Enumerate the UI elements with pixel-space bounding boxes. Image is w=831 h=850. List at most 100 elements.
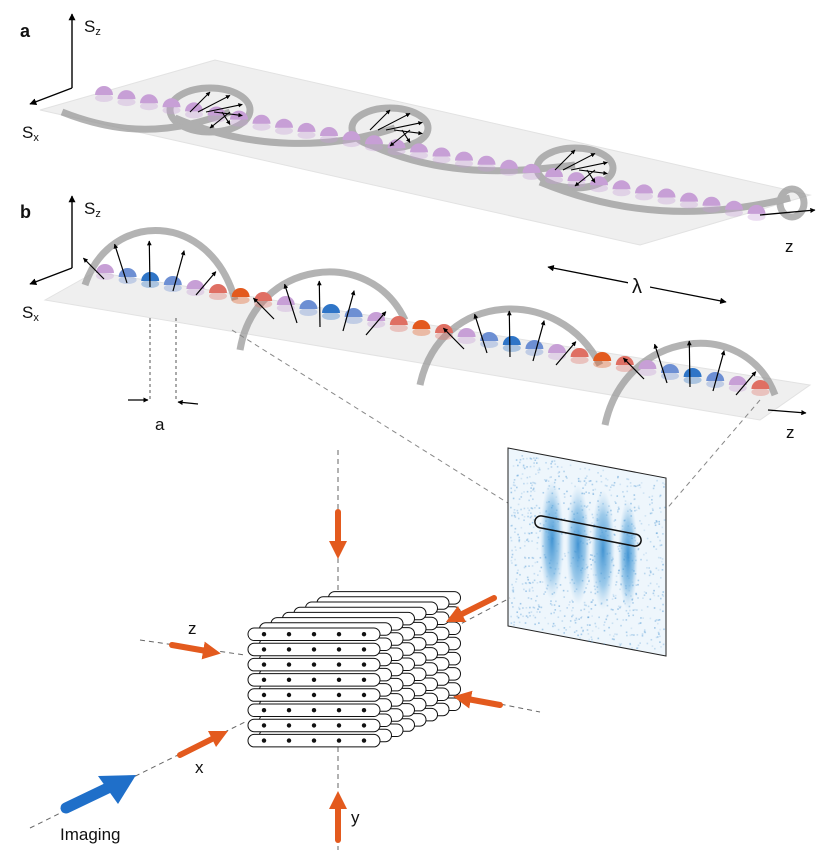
panel-a-z-label: z <box>785 237 794 256</box>
spin-arrow <box>506 310 512 358</box>
spin-arrow <box>197 94 231 113</box>
spin-arrow <box>316 280 322 328</box>
panel-b-label: b <box>20 202 31 222</box>
spin-atom <box>680 192 698 209</box>
spin-arrow <box>146 240 152 288</box>
spin-atom <box>477 155 496 172</box>
spin-atom <box>661 364 679 380</box>
panel-a-sz-label: Sz <box>84 17 101 38</box>
spin-arrow <box>195 271 217 296</box>
lattice-tube <box>247 688 381 702</box>
lattice-tube <box>247 733 381 748</box>
lattice-tube <box>247 718 381 733</box>
spin-atom <box>140 94 158 111</box>
panel-b-plane <box>43 271 812 421</box>
spin-atom <box>751 380 770 396</box>
spin-atom <box>525 340 544 356</box>
selection-box <box>534 515 642 547</box>
spin-atom <box>365 135 383 152</box>
spin-arrow <box>653 343 668 384</box>
imaging-label: Imaging <box>60 825 120 844</box>
panel-a: a Sz Sx z <box>20 13 816 256</box>
spin-atom <box>254 292 273 308</box>
panel-a-spin-arrows <box>189 91 608 187</box>
beam-arrow-xx <box>445 595 497 623</box>
lattice-tube <box>247 657 381 672</box>
optical-lattice: z x y Imaging <box>29 450 541 850</box>
spin-atom <box>570 348 589 364</box>
spin-atom <box>322 304 340 320</box>
spin-atom <box>657 188 676 205</box>
spin-atom <box>320 127 338 143</box>
panel-b-z-axis <box>767 409 807 416</box>
lattice-tubes <box>247 591 461 748</box>
zoom-line-left <box>231 329 536 521</box>
spin-arrow <box>377 112 411 131</box>
spin-atom <box>683 368 702 384</box>
lattice-x-label: x <box>195 758 204 777</box>
lattice-y-label: y <box>351 808 360 827</box>
spin-atom <box>410 143 428 160</box>
spacing-arrow-right <box>177 399 199 406</box>
spin-arrow <box>189 91 211 113</box>
spin-atom <box>162 98 181 115</box>
spacing-label: a <box>155 415 165 434</box>
spin-arrow <box>389 129 411 147</box>
spin-arrow <box>442 327 465 350</box>
spin-arrow <box>570 161 608 171</box>
spin-arrow <box>221 111 231 125</box>
spin-arrow <box>283 283 298 324</box>
panel-a-helix <box>60 84 808 221</box>
spin-atom <box>728 376 747 392</box>
wavelength-label: λ <box>632 276 642 298</box>
panel-a-sx-axis <box>29 87 73 106</box>
spin-atom <box>252 114 271 131</box>
spin-atom <box>457 328 476 344</box>
panel-b-sx-axis <box>29 267 73 286</box>
spin-atom <box>500 159 518 176</box>
wavelength-label-bg <box>628 272 650 298</box>
spin-atom <box>230 110 248 127</box>
density-fringe-3 <box>591 490 615 610</box>
spin-arrow <box>209 111 231 129</box>
spin-arrow <box>205 103 243 113</box>
spin-atom <box>432 147 451 164</box>
panel-a-z-axis <box>759 207 816 216</box>
beam-arrow-z <box>169 641 221 660</box>
panel-b-sx-label: Sx <box>22 303 39 324</box>
spin-arrow <box>712 350 726 392</box>
spin-arrow <box>365 311 387 336</box>
spin-atom <box>455 151 473 168</box>
spin-atom <box>367 312 386 328</box>
spin-arrow <box>385 121 423 131</box>
absorption-image <box>507 447 667 657</box>
lattice-tube <box>247 627 381 641</box>
spin-atom <box>117 90 136 107</box>
spin-arrow <box>562 152 596 171</box>
laser-beams <box>169 509 503 843</box>
spin-arrow <box>401 129 411 143</box>
density-fringe-4 <box>618 500 638 610</box>
spin-arrow <box>82 257 105 280</box>
panel-b: b Sz Sx λ a z <box>20 195 812 442</box>
spin-arrow <box>586 169 596 183</box>
spin-atom <box>185 102 203 119</box>
spin-atom <box>545 168 563 184</box>
spin-arrow <box>252 297 275 320</box>
spin-arrow <box>369 109 391 131</box>
spin-atom <box>638 360 657 376</box>
lattice-z-label: z <box>188 619 197 638</box>
beam-arrow-zz <box>453 690 503 709</box>
spin-atom <box>593 352 612 368</box>
spin-atom <box>389 316 408 332</box>
spin-atom <box>725 200 743 217</box>
density-fringe-1 <box>540 480 564 600</box>
panel-b-spin-arrows <box>82 240 757 396</box>
spin-atom <box>299 300 318 316</box>
spin-atom <box>231 288 250 304</box>
lattice-tube <box>247 703 381 717</box>
panel-b-sz-label: Sz <box>84 199 101 220</box>
spin-arrow <box>686 340 692 388</box>
spin-atom <box>612 180 631 197</box>
